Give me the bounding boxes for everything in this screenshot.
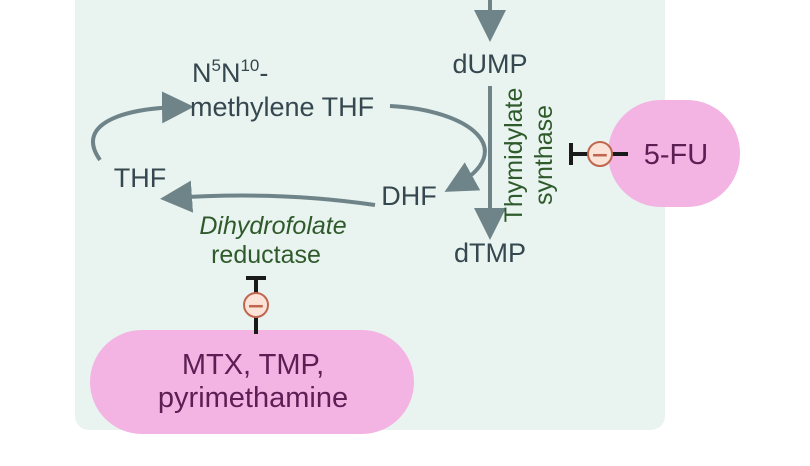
- arrow-methylene-to-dhf: [389, 104, 487, 192]
- enzyme-thymidylate-line1: Thymidylate: [500, 88, 528, 223]
- enzyme-dhfr-line2: reductase: [211, 241, 321, 269]
- node-thf: THF: [114, 163, 166, 193]
- methylene-sup10: 10: [240, 56, 259, 75]
- inhibition-minus-mtx: −: [247, 294, 265, 319]
- node-dtmp: dTMP: [454, 238, 526, 268]
- node-methylene-thf-line1: N5N10-: [192, 56, 268, 88]
- drug-bubble-5fu: [608, 100, 740, 207]
- pathway-panel: [75, 0, 665, 430]
- enzyme-dhfr-line1: Dihydrofolate: [199, 212, 346, 240]
- inhibition-circle-5fu: [587, 141, 613, 167]
- arrow-dhf-to-thf: [160, 180, 376, 213]
- methylene-n5: N: [192, 58, 212, 88]
- drug-5fu-label: 5-FU: [644, 139, 708, 171]
- methylene-n10: N: [221, 58, 241, 88]
- enzyme-thymidylate-synthase: Thymidylate synthase: [500, 88, 558, 223]
- inhibition-minus-5fu: −: [591, 143, 609, 168]
- methylene-sup5: 5: [212, 56, 221, 75]
- methylene-dash: -: [259, 58, 268, 88]
- arrow-thf-to-methylene: [91, 91, 194, 162]
- node-dhf: DHF: [381, 181, 437, 211]
- enzyme-thymidylate-line2: synthase: [530, 105, 558, 205]
- node-dump: dUMP: [452, 49, 527, 79]
- inhibition-circle-mtx: [243, 292, 269, 318]
- node-methylene-thf-line2: methylene THF: [190, 92, 374, 122]
- drug-bubble-mtx: [90, 330, 414, 434]
- drug-mtx-line2: pyrimethamine: [158, 382, 348, 414]
- drug-mtx-line1: MTX, TMP,: [182, 349, 324, 381]
